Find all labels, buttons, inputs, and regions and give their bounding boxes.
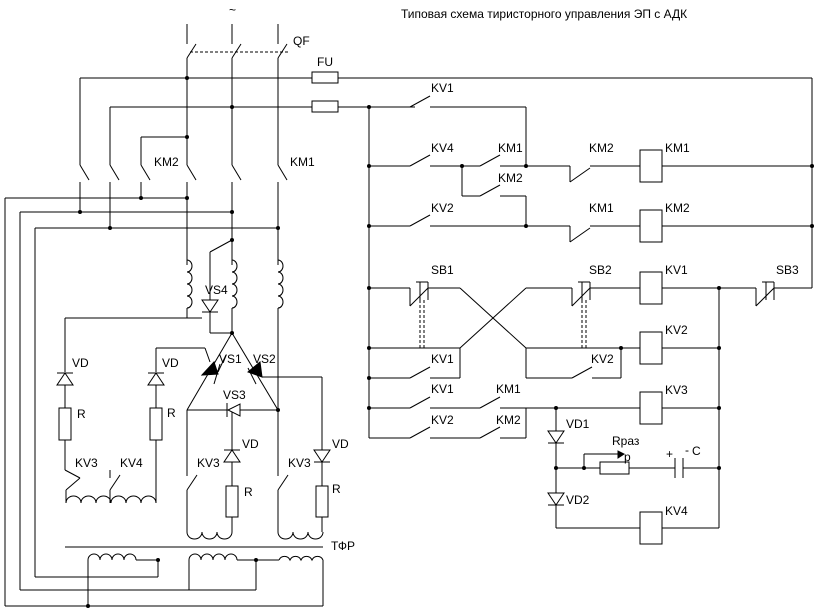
kv2-label-rung5: KV2 xyxy=(591,352,614,366)
tfr-primary-windings xyxy=(5,553,324,608)
sb1-label: SB1 xyxy=(431,263,454,277)
thyristor-vs1 xyxy=(200,354,227,385)
kv1-label-rung5: KV1 xyxy=(431,352,454,366)
tfr-secondary-windings xyxy=(65,495,324,540)
r-label-4: R xyxy=(332,482,341,496)
kv3-label-1: KV3 xyxy=(75,456,98,470)
coil-kv1 xyxy=(639,271,663,305)
capacitor-plus: + xyxy=(666,447,673,461)
rung-km2-coil xyxy=(367,209,814,243)
capacitor-label: C xyxy=(692,444,701,458)
r-label-1: R xyxy=(77,407,86,421)
km2-label-parallel: KM2 xyxy=(498,171,523,185)
coil-kv4-label: KV4 xyxy=(665,504,688,518)
kv1-label-rung6: KV1 xyxy=(431,382,454,396)
vs4-label: VS4 xyxy=(205,283,228,297)
diode-resistor-branch-1 xyxy=(56,372,74,470)
rung-kv1-coil xyxy=(367,271,812,349)
diagram-title: Типовая схема тиристорного управления ЭП… xyxy=(401,7,687,21)
kv3-contact-1 xyxy=(64,469,81,503)
km1-power-label: KM1 xyxy=(290,155,315,169)
kv1-label-rung1: KV1 xyxy=(431,81,454,95)
vd2-label: VD2 xyxy=(566,493,590,507)
coil-km1-label: KM1 xyxy=(665,141,690,155)
supply-symbol: ~ xyxy=(229,3,236,17)
coil-kv3-label: KV3 xyxy=(665,383,688,397)
km2-power-label: KM2 xyxy=(154,155,179,169)
kv2-label-rung3: KV2 xyxy=(431,201,454,215)
coil-kv2-label: KV2 xyxy=(665,323,688,337)
coil-kv1-label: KV1 xyxy=(665,263,688,277)
coil-km2-label: KM2 xyxy=(665,201,690,215)
rung-km1-coil xyxy=(367,149,814,226)
coil-kv3 xyxy=(639,391,663,425)
kv2-label-rung6: KV2 xyxy=(431,413,454,427)
fuse-fu-bottom xyxy=(311,100,339,113)
thyristor-vs2 xyxy=(247,361,322,385)
km1-label-rung2: KM1 xyxy=(498,141,523,155)
rung-kv1-main xyxy=(369,95,527,166)
fuse-fu-top xyxy=(311,71,339,84)
r-label-3: R xyxy=(244,485,253,499)
tfr-label: ТФР xyxy=(331,539,355,553)
km2-label-rung6: KM2 xyxy=(496,413,521,427)
km1-label-rung6: KM1 xyxy=(496,382,521,396)
vd-label-1: VD xyxy=(72,356,89,370)
vs3-label: VS3 xyxy=(223,388,246,402)
kv3-contact-2 xyxy=(186,410,198,532)
km1-main-contacts xyxy=(186,164,288,265)
vd-label-4: VD xyxy=(332,437,349,451)
coil-km1 xyxy=(639,149,663,183)
vs2-label: VS2 xyxy=(253,352,276,366)
km2-main-contacts xyxy=(79,135,189,228)
kv3-label-2: KV3 xyxy=(197,456,220,470)
diode-resistor-branch-3 xyxy=(223,449,241,532)
km2-label-nc-rung2: KM2 xyxy=(589,141,614,155)
capacitor-minus: - xyxy=(685,443,689,457)
qf-label: QF xyxy=(293,34,310,48)
kv4-contact xyxy=(109,470,121,503)
kv3-contact-3 xyxy=(277,410,289,532)
coil-km2 xyxy=(639,209,663,243)
vd-label-2: VD xyxy=(162,356,179,370)
timer-branch xyxy=(547,408,721,545)
sb3-label: SB3 xyxy=(776,263,799,277)
coil-kv2 xyxy=(639,331,663,365)
kv4-label-power: KV4 xyxy=(120,456,143,470)
rung-kv2-coil xyxy=(367,331,721,380)
r-label-2: R xyxy=(167,406,176,420)
stator-windings xyxy=(186,259,284,410)
thyristor-vs3 xyxy=(226,403,241,450)
diode-resistor-branch-2 xyxy=(147,347,211,503)
coil-kv4 xyxy=(639,511,663,545)
qf-breaker xyxy=(186,24,290,165)
kv3-label-3: KV3 xyxy=(288,456,311,470)
km1-label-nc-rung3: KM1 xyxy=(589,201,614,215)
rung-kv3-coil xyxy=(367,391,721,439)
vd-label-3: VD xyxy=(242,437,259,451)
rraz-label: Rраз xyxy=(612,434,640,448)
vd1-label: VD1 xyxy=(566,417,590,431)
sb2-label: SB2 xyxy=(589,263,612,277)
kv4-label-rung2: KV4 xyxy=(431,141,454,155)
p-label: p xyxy=(624,450,631,464)
vs1-label: VS1 xyxy=(219,352,242,366)
diode-resistor-branch-4 xyxy=(313,377,331,532)
fu-label: FU xyxy=(317,55,333,69)
